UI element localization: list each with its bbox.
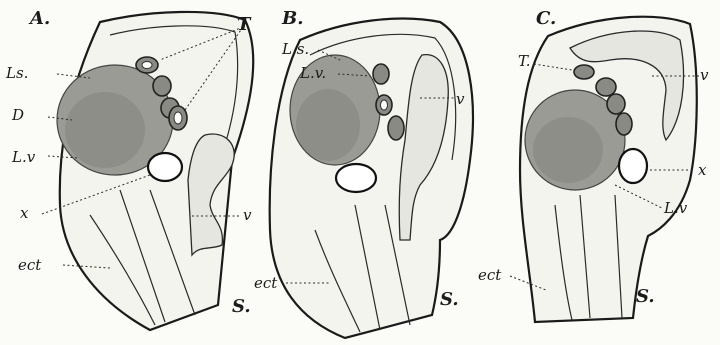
- panel-c-label-x: x: [698, 161, 707, 179]
- panel-c-label-ect: ect: [478, 266, 502, 284]
- panel-b-tubule-1: [373, 64, 389, 84]
- panel-a-label-ls: Ls.: [5, 64, 28, 82]
- panel-a-x-cell: [148, 153, 182, 181]
- panel-b-label-s: S.: [440, 289, 459, 310]
- panel-b-label-lv: L.v.: [299, 64, 326, 82]
- panel-c-tubule-3: [607, 94, 625, 114]
- panel-c: C. T. v x L.v ect S.: [478, 8, 709, 322]
- panel-a-label-lv: L.v: [11, 148, 36, 166]
- panel-b-x-cell: [336, 164, 376, 192]
- panel-c-yolk-shade: [533, 117, 603, 183]
- panel-c-x-cell: [619, 149, 647, 183]
- panel-c-label-s: S.: [636, 286, 655, 307]
- panel-a-tubule-2: [153, 76, 171, 96]
- panel-a-label-t: T: [237, 14, 252, 35]
- panel-c-label-t: T.: [518, 52, 531, 70]
- panel-c-tubule-1: [574, 65, 594, 79]
- panel-a-label-x: x: [20, 204, 29, 222]
- panel-a-tubule-4-lumen: [174, 112, 182, 124]
- panel-a-tubule-1-lumen: [142, 62, 152, 69]
- panel-c-label-lv: L.v: [663, 199, 688, 217]
- panel-b-label-ls: L.s.: [281, 40, 309, 58]
- panel-c-letter: C.: [536, 8, 556, 29]
- panel-a-label-v: v: [243, 206, 252, 224]
- panel-c-tubule-2: [596, 78, 616, 96]
- panel-c-label-v: v: [700, 66, 709, 84]
- panel-b-tubule-2-lumen: [381, 100, 388, 110]
- panel-b: B. L.s. L.v. v ect S.: [254, 8, 473, 338]
- panel-b-tubule-3: [388, 116, 404, 140]
- panel-a-letter: A.: [28, 8, 50, 29]
- panel-b-label-v: v: [456, 90, 465, 108]
- panel-a-label-d: D: [11, 106, 24, 124]
- panel-a-yolk-shade: [65, 92, 145, 168]
- panel-a: A. T Ls. D L.v x v ect S.: [5, 8, 253, 330]
- panel-b-label-ect: ect: [254, 274, 278, 292]
- panel-a-label-ect: ect: [18, 256, 42, 274]
- panel-a-label-s: S.: [232, 296, 251, 317]
- panel-b-yolk-shade: [296, 89, 360, 161]
- panel-b-letter: B.: [281, 8, 303, 29]
- panel-c-tubule-4: [616, 113, 632, 135]
